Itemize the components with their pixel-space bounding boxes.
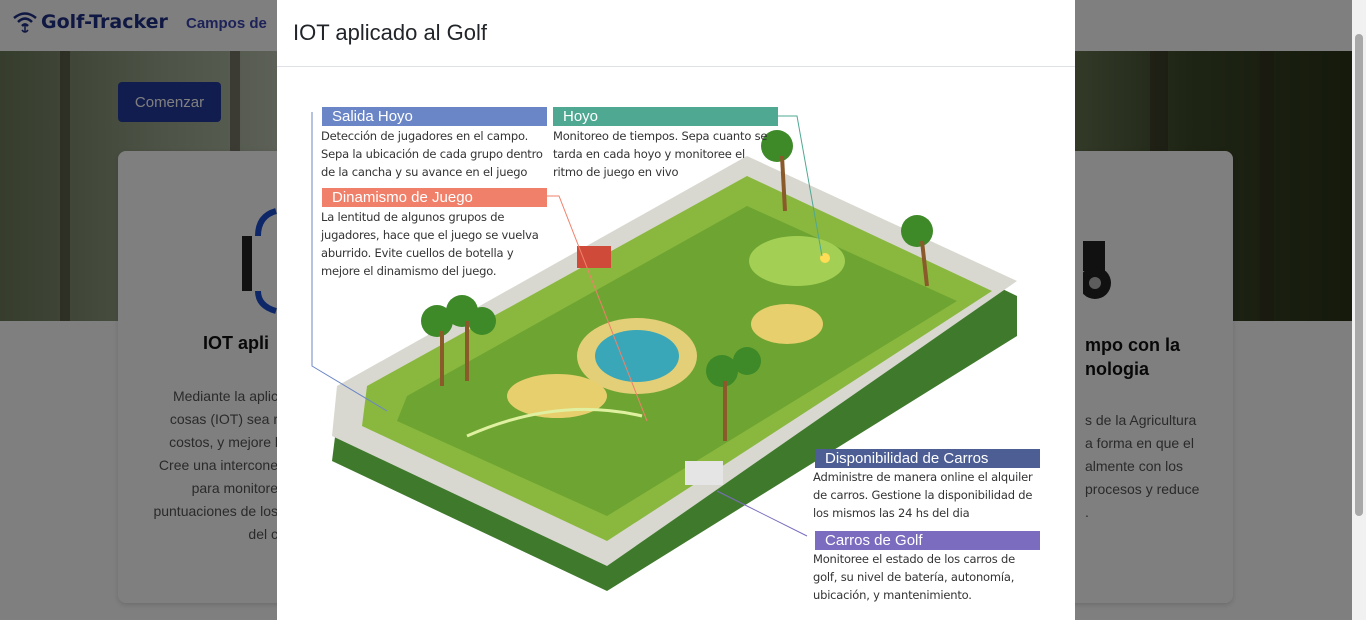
disponibilidad-description: Administre de manera online el alquiler … bbox=[813, 470, 1033, 520]
modal-title: IOT aplicado al Golf bbox=[293, 20, 488, 45]
label-hoyo: Hoyo bbox=[553, 107, 778, 126]
modal-header: IOT aplicado al Golf bbox=[277, 0, 1075, 67]
hoyo-description: Monitoreo de tiempos. Sepa cuanto se tar… bbox=[553, 129, 768, 179]
modal-dialog: IOT aplicado al Golf Salida Hoyo Detecci… bbox=[277, 0, 1075, 640]
dinamismo-description: La lentitud de algunos grupos de jugador… bbox=[321, 210, 539, 278]
label-dinamismo-juego: Dinamismo de Juego bbox=[322, 188, 547, 207]
label-disponibilidad-carros: Disponibilidad de Carros bbox=[815, 449, 1040, 468]
label-carros-golf: Carros de Golf bbox=[815, 531, 1040, 550]
scrollbar[interactable] bbox=[1352, 0, 1366, 620]
carros-golf-description: Monitoree el estado de los carros de gol… bbox=[813, 552, 1015, 602]
scrollbar-thumb[interactable] bbox=[1355, 34, 1363, 516]
label-salida-hoyo: Salida Hoyo bbox=[322, 107, 547, 126]
salida-hoyo-description: Detección de jugadores en el campo. Sepa… bbox=[321, 129, 543, 179]
golf-course-illustration bbox=[311, 112, 1017, 591]
